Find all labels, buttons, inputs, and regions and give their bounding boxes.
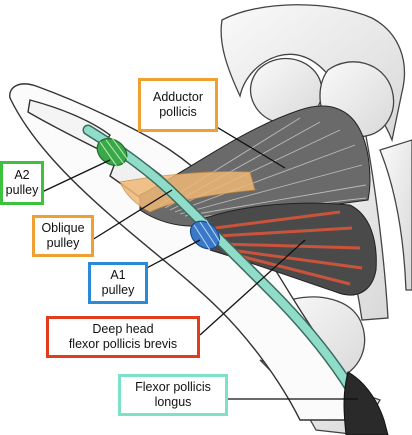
label-fpl-line-1: Flexor pollicis — [135, 380, 211, 394]
leader-a2 — [41, 159, 111, 193]
label-adductor-pollicis: Adductor pollicis — [138, 78, 218, 132]
deep-head-muscle — [199, 202, 377, 296]
leader-adductor — [204, 119, 286, 169]
label-a1-pulley: A1 pulley — [88, 262, 148, 304]
deep-head-flexor-pollicis-brevis — [199, 202, 377, 296]
deep-head-red-fibers — [214, 210, 363, 286]
label-a1-line-1: A1 — [110, 268, 126, 282]
label-fpl-line-2: longus — [154, 395, 192, 409]
fpl-muscle-belly — [343, 371, 389, 435]
label-adductor-line-1: Adductor — [152, 90, 204, 104]
label-oblique-pulley: Oblique pulley — [32, 215, 94, 257]
a2-pulley-bands — [99, 137, 129, 169]
label-deep-head-line-1: Deep head — [92, 322, 154, 336]
leader-oblique — [91, 189, 173, 241]
a1-pulley-bands — [193, 219, 221, 251]
label-a2-line-2: pulley — [5, 183, 39, 197]
label-deep-head-line-2: flexor pollicis brevis — [68, 337, 178, 351]
label-oblique-line-2: pulley — [46, 236, 80, 250]
label-deep-head-fpb: Deep head flexor pollicis brevis — [46, 316, 200, 358]
label-fpl: Flexor pollicis longus — [118, 374, 228, 416]
leader-deep-head — [199, 239, 306, 336]
metacarpal-shaft-right — [379, 139, 412, 291]
label-a1-line-2: pulley — [101, 283, 135, 297]
label-a2-line-1: A2 — [14, 168, 30, 182]
a2-pulley-graphic — [96, 137, 129, 169]
label-a2-pulley: A2 pulley — [0, 161, 44, 205]
label-adductor-line-2: pollicis — [159, 105, 197, 119]
label-oblique-line-1: Oblique — [41, 221, 85, 235]
